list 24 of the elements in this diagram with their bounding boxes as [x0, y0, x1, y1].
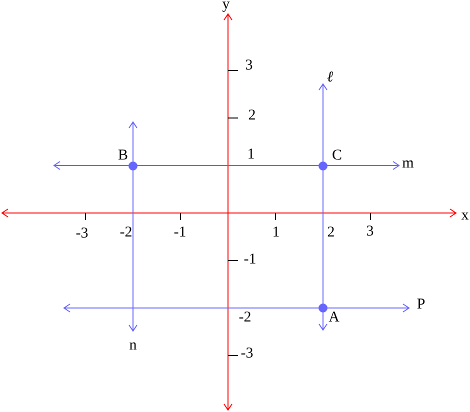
axis-label: y [222, 0, 230, 12]
point-label: A [328, 310, 340, 326]
point-dot [318, 304, 328, 312]
tick-label: 3 [366, 224, 374, 240]
tick-label: -2 [238, 310, 252, 326]
tick-label: -3 [240, 346, 254, 362]
tick-label: 1 [247, 148, 255, 162]
tick-label: 2 [248, 108, 256, 124]
line-label: n [129, 338, 137, 354]
tick-label: -2 [120, 226, 132, 240]
tick-label: -1 [174, 226, 186, 240]
axis-label: x [461, 208, 469, 224]
tick-label: -3 [76, 226, 88, 242]
point-label: B [118, 148, 128, 163]
line-label: m [402, 156, 414, 172]
line-label: ℓ [326, 70, 334, 86]
tick-label: 2 [327, 226, 335, 240]
point-dot [128, 161, 138, 170]
point-label: C [332, 148, 342, 163]
tick-label: 1 [272, 226, 280, 240]
point-dot [318, 161, 328, 170]
line-label: P [416, 298, 426, 312]
tick-label: 3 [245, 58, 253, 74]
tick-label: -1 [244, 252, 256, 268]
